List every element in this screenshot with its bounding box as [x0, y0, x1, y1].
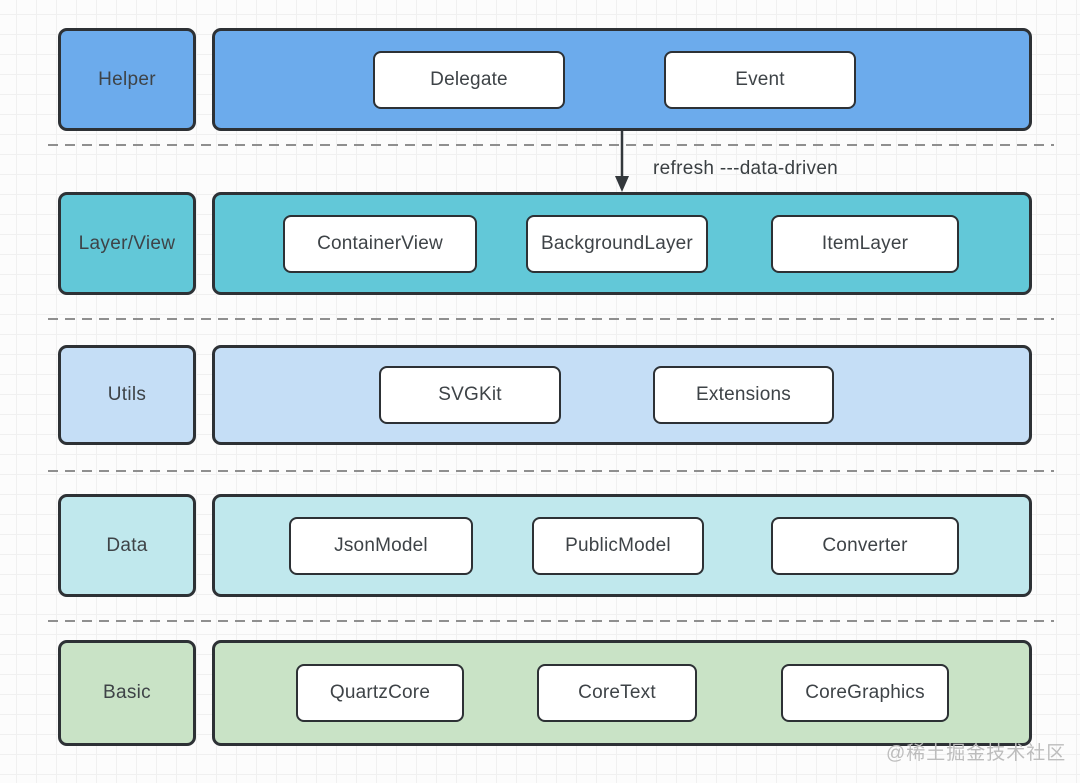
component-label: Extensions: [696, 384, 791, 405]
component-coregraphics: CoreGraphics: [781, 664, 949, 722]
component-label: BackgroundLayer: [541, 232, 693, 254]
layer-label-text: Utils: [107, 384, 147, 405]
component-delegate: Delegate: [373, 50, 565, 109]
component-label: ContainerView: [317, 232, 443, 254]
component-extensions: Extensions: [653, 366, 834, 424]
component-publicmodel: PublicModel: [532, 516, 704, 575]
component-label: CoreGraphics: [805, 682, 925, 703]
component-label: Delegate: [430, 68, 508, 90]
component-jsonmodel: JsonModel: [289, 516, 473, 575]
layer-label-basic: Basic: [58, 640, 196, 746]
component-coretext: CoreText: [537, 664, 697, 722]
dashed-divider: [48, 318, 1054, 320]
component-label: PublicModel: [565, 534, 671, 556]
refresh-arrow: [614, 131, 630, 192]
component-converter: Converter: [771, 516, 959, 575]
layer-bar-data: JsonModel PublicModel Converter: [212, 494, 1032, 597]
component-svgkit: SVGKit: [379, 366, 561, 424]
component-label: JsonModel: [334, 534, 428, 556]
dashed-divider: [48, 144, 1054, 146]
layer-label-text: Layer/View: [78, 232, 176, 254]
arrow-annotation: refresh ---data-driven: [653, 158, 839, 179]
component-event: Event: [664, 50, 856, 109]
component-label: SVGKit: [438, 384, 502, 405]
down-arrow-icon: [615, 131, 629, 192]
layer-label-text: Helper: [98, 68, 156, 90]
layer-bar-helper: Delegate Event: [212, 28, 1032, 131]
component-label: ItemLayer: [821, 232, 909, 254]
layer-label-text: Data: [106, 534, 148, 556]
component-quartzcore: QuartzCore: [296, 664, 464, 722]
component-label: CoreText: [578, 682, 656, 703]
component-label: Event: [735, 68, 785, 90]
layer-label-text: Basic: [103, 682, 151, 703]
layer-label-helper: Helper: [58, 28, 196, 131]
layer-label-utils: Utils: [58, 345, 196, 445]
layer-bar-utils: SVGKit Extensions: [212, 345, 1032, 445]
component-containerview: ContainerView: [283, 214, 477, 273]
component-label: Converter: [822, 534, 908, 556]
layer-label-layer-view: Layer/View: [58, 192, 196, 295]
dashed-divider: [48, 470, 1054, 472]
component-backgroundlayer: BackgroundLayer: [526, 214, 708, 273]
dashed-divider: [48, 620, 1054, 622]
layer-label-data: Data: [58, 494, 196, 597]
layer-bar-layer-view: ContainerView BackgroundLayer ItemLayer: [212, 192, 1032, 295]
component-label: QuartzCore: [329, 682, 431, 703]
layer-bar-basic: QuartzCore CoreText CoreGraphics: [212, 640, 1032, 746]
component-itemlayer: ItemLayer: [771, 214, 959, 273]
watermark: @稀土掘金技术社区: [886, 743, 1067, 764]
